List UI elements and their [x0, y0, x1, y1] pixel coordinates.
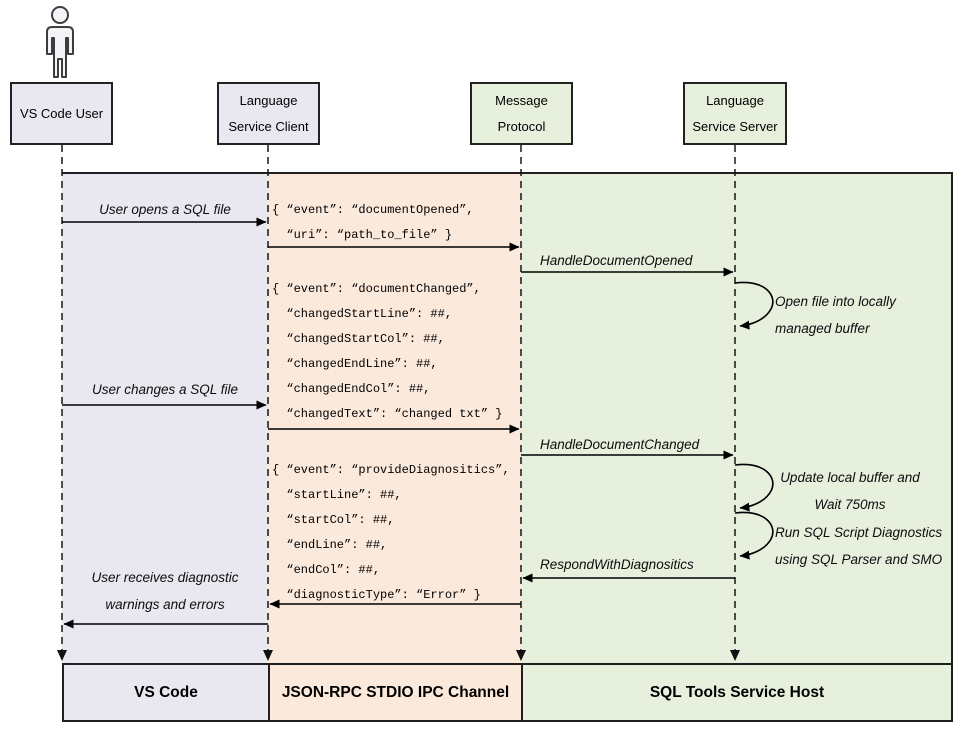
note-update-buffer-line1: Update local buffer and	[780, 470, 920, 485]
footer-cell-service-host: SQL Tools Service Host	[521, 665, 951, 720]
json-line: { “event”: “documentChanged”,	[272, 282, 481, 296]
actor-title: VS Code User	[19, 105, 104, 121]
note-open-file-line2: managed buffer	[775, 321, 870, 336]
message-label-handle-document-changed: HandleDocumentChanged	[540, 437, 700, 452]
actor-title-line: Protocol	[497, 118, 546, 134]
footer-band: VS Code JSON-RPC STDIO IPC Channel SQL T…	[62, 663, 953, 722]
json-line: “endCol”: ##,	[272, 563, 381, 577]
lane-background-service-host	[521, 174, 951, 663]
actor-title-line: Language	[706, 92, 764, 108]
json-message-document-opened: { “event”: “documentOpened”, “uri”: “pat…	[272, 198, 474, 248]
lifeline-end-arrow-client	[263, 650, 273, 661]
json-line: { “event”: “provideDiagnositics”,	[272, 463, 510, 477]
json-line: “changedStartCol”: ##,	[272, 332, 445, 346]
json-line: “changedText”: “changed txt” }	[272, 407, 503, 421]
actor-title-line: Language	[239, 92, 298, 108]
actor-title-line: Message	[495, 92, 548, 108]
actor-box-message-protocol: Message Protocol	[470, 82, 573, 145]
lifeline-end-arrow-server	[730, 650, 740, 661]
lane-background-vscode	[62, 174, 268, 663]
json-line: “changedEndCol”: ##,	[272, 382, 431, 396]
self-loop-update-local-buffer	[734, 463, 774, 512]
actor-title-line: Service Client	[228, 118, 309, 134]
message-label-user-opens-file: User opens a SQL file	[99, 202, 231, 217]
note-update-buffer-line2: Wait 750ms	[814, 497, 886, 512]
message-label-user-receives-line2: warnings and errors	[105, 597, 225, 612]
lane-background-ipc-channel	[268, 174, 521, 663]
message-label-handle-document-opened: HandleDocumentOpened	[540, 253, 693, 268]
json-line: “endLine”: ##,	[272, 538, 388, 552]
json-line: “changedStartLine”: ##,	[272, 307, 453, 321]
person-icon	[46, 6, 74, 78]
json-line: “startLine”: ##,	[272, 488, 402, 502]
self-loop-run-sql-diagnostics	[734, 511, 774, 560]
actor-box-vscode-user: VS Code User	[10, 82, 113, 145]
person-body	[46, 26, 74, 78]
message-label-user-changes-file: User changes a SQL file	[91, 382, 239, 397]
message-label-respond-with-diagnostics: RespondWithDiagnositics	[540, 557, 694, 572]
json-message-document-changed: { “event”: “documentChanged”, “changedSt…	[272, 277, 502, 427]
actor-box-language-service-server: Language Service Server	[683, 82, 787, 145]
json-line: “diagnosticType”: “Error” }	[272, 588, 481, 602]
actor-title-line: Service Server	[692, 118, 778, 134]
self-loop-open-file-into-buffer	[734, 281, 774, 330]
lifeline-end-arrow-user	[57, 650, 67, 661]
note-run-diagnostics-line1: Run SQL Script Diagnostics	[775, 525, 943, 540]
json-line: “changedEndLine”: ##,	[272, 357, 438, 371]
person-head	[51, 6, 69, 24]
note-open-file-line1: Open file into locally	[775, 294, 896, 309]
lifeline-end-arrow-protocol	[516, 650, 526, 661]
actor-box-language-service-client: Language Service Client	[217, 82, 320, 145]
footer-cell-ipc-channel: JSON-RPC STDIO IPC Channel	[268, 665, 521, 720]
note-run-diagnostics-line2: using SQL Parser and SMO	[775, 552, 943, 567]
message-label-user-receives-line1: User receives diagnostic	[91, 570, 239, 585]
sequence-diagram-lanes	[62, 172, 953, 663]
json-line: “uri”: “path_to_file” }	[272, 228, 453, 242]
json-line: “startCol”: ##,	[272, 513, 395, 527]
json-message-provide-diagnostics: { “event”: “provideDiagnositics”, “start…	[272, 458, 510, 608]
json-line: { “event”: “documentOpened”,	[272, 203, 474, 217]
footer-cell-vscode: VS Code	[64, 665, 268, 720]
